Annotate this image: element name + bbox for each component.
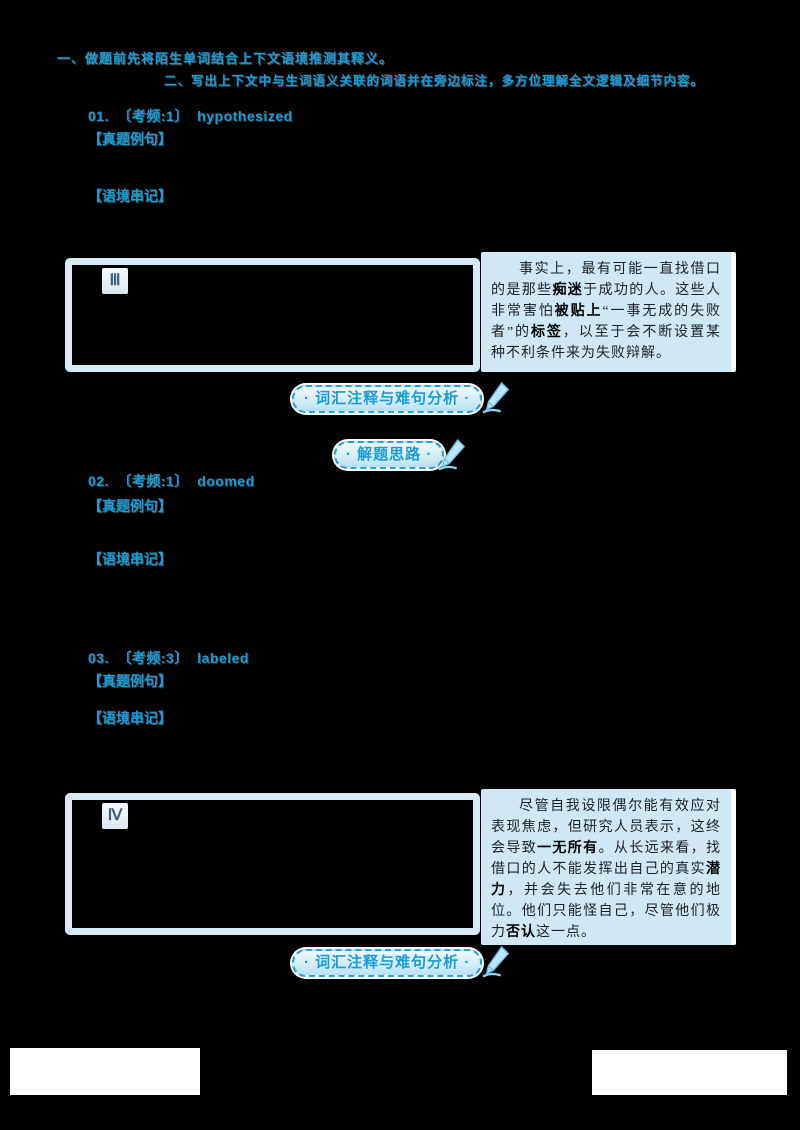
entry-number: 01. [88, 108, 109, 124]
vocab-entry-2: 02. 〔考频:1〕 doomed [88, 471, 255, 491]
entry-number: 03. [88, 650, 109, 666]
entry-word: hypothesized [197, 108, 293, 124]
header-note-2: 二、写出上下文中与生词语义关联的词语并在旁边标注，多方位理解全文逻辑及细节内容。 [164, 74, 705, 88]
entry-word: labeled [197, 650, 249, 666]
vocab-analysis-label: · 词汇注释与难句分析 · [292, 385, 483, 413]
translation-panel-2: 尽管自我设限偶尔能有效应对表现焦虑，但研究人员表示，这终会导致一无所有。从长远来… [481, 789, 736, 945]
header-note-1: 一、做题前先将陌生单词结合上下文语境推测其释义。 [57, 51, 394, 66]
pen-icon [438, 438, 466, 471]
entry-word: doomed [197, 473, 255, 489]
translation-panel-1: 事实上，最有可能一直找借口的是那些痴迷于成功的人。这些人非常害怕被贴上“一事无成… [481, 252, 736, 372]
passage-box-4: Ⅳ [65, 793, 480, 935]
translation-text: 事实上，最有可能一直找借口的是那些痴迷于成功的人。这些人非常害怕被贴上“一事无成… [491, 262, 722, 361]
exam-frequency-tag: 〔考频:3〕 [117, 650, 189, 666]
context-memory-label: 【语境串记】 [88, 551, 172, 567]
pen-icon [482, 945, 510, 978]
solving-ideas-label: · 解题思路 · [334, 441, 445, 469]
exam-frequency-tag: 〔考频:1〕 [117, 473, 189, 489]
roman-numeral-badge: Ⅳ [102, 803, 128, 829]
footer-block-left [10, 1048, 200, 1095]
context-memory-label: 【语境串记】 [88, 710, 172, 726]
footer-block-right [592, 1050, 787, 1095]
vocab-analysis-label: · 词汇注释与难句分析 · [292, 949, 483, 977]
roman-numeral-badge: Ⅲ [102, 268, 128, 294]
example-sentence-label: 【真题例句】 [88, 498, 172, 514]
exam-frequency-tag: 〔考频:1〕 [117, 108, 189, 124]
vocab-entry-3: 03. 〔考频:3〕 labeled [88, 648, 249, 668]
pen-icon [482, 381, 510, 414]
translation-text: 尽管自我设限偶尔能有效应对表现焦虑，但研究人员表示，这终会导致一无所有。从长远来… [491, 799, 722, 940]
example-sentence-label: 【真题例句】 [88, 131, 172, 147]
passage-box-3: Ⅲ [65, 258, 480, 372]
example-sentence-label: 【真题例句】 [88, 673, 172, 689]
vocab-entry-1: 01. 〔考频:1〕 hypothesized [88, 106, 293, 126]
entry-number: 02. [88, 473, 109, 489]
context-memory-label: 【语境串记】 [88, 188, 172, 204]
